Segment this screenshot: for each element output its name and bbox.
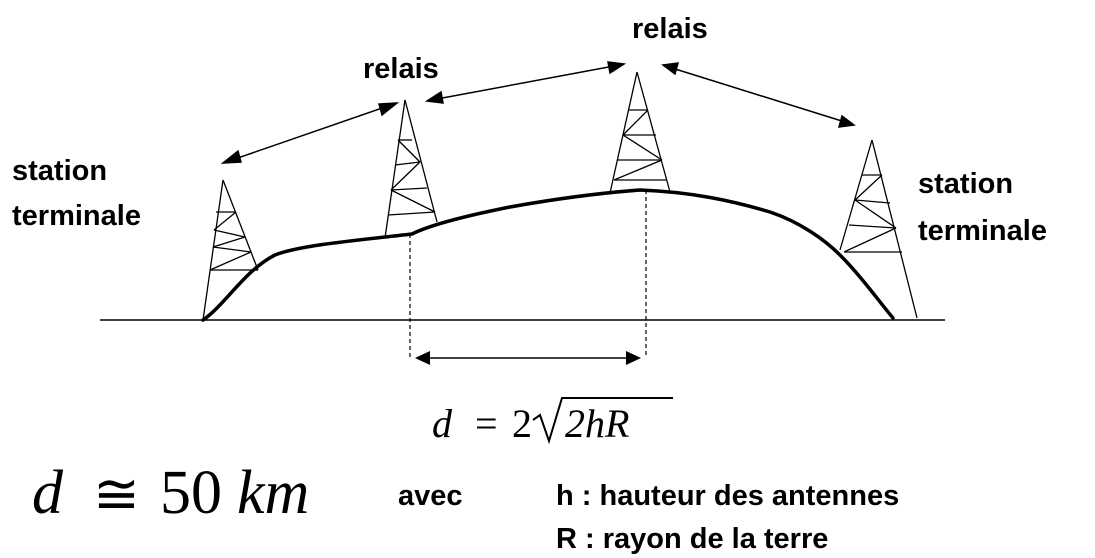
earth-curve [201,188,895,322]
formula-radicand: 2hR [565,401,629,446]
station-label-left-line2: terminale [12,200,141,232]
tower-left-terminal [202,179,259,321]
link-arrow-relay2-to-terminal [661,62,856,128]
station-label-right-line2: terminale [918,215,1047,247]
radical-sign [532,397,673,445]
distance-dimension [409,190,647,365]
distance-approximation: d ≅ 50 km [32,459,309,527]
link-arrows [220,61,856,164]
formula-two: 2 [512,401,532,446]
legend-line-h: h : hauteur des antennes [556,480,899,512]
approx-d: d [32,459,64,527]
formula-d: d [432,401,453,446]
relais-label-left: relais [363,53,439,85]
formula-equals: = [475,401,498,446]
approx-unit: km [237,459,309,527]
tower-relay-left [384,99,438,239]
station-label-left-line1: station [12,155,107,187]
relais-label-right: relais [632,13,708,45]
station-label-right-line1: station [918,168,1013,200]
legend-line-R: R : rayon de la terre [556,523,828,555]
tower-right-terminal [839,139,918,319]
link-arrow-relay1-to-relay2 [424,61,627,104]
link-arrow-terminal-to-relay1 [220,102,400,164]
tower-relay-right [609,71,671,194]
approx-symbol: ≅ [93,464,140,526]
legend-avec: avec [398,480,463,512]
approx-value: 50 [160,459,222,527]
distance-formula: d = 2 2hR [432,397,673,446]
